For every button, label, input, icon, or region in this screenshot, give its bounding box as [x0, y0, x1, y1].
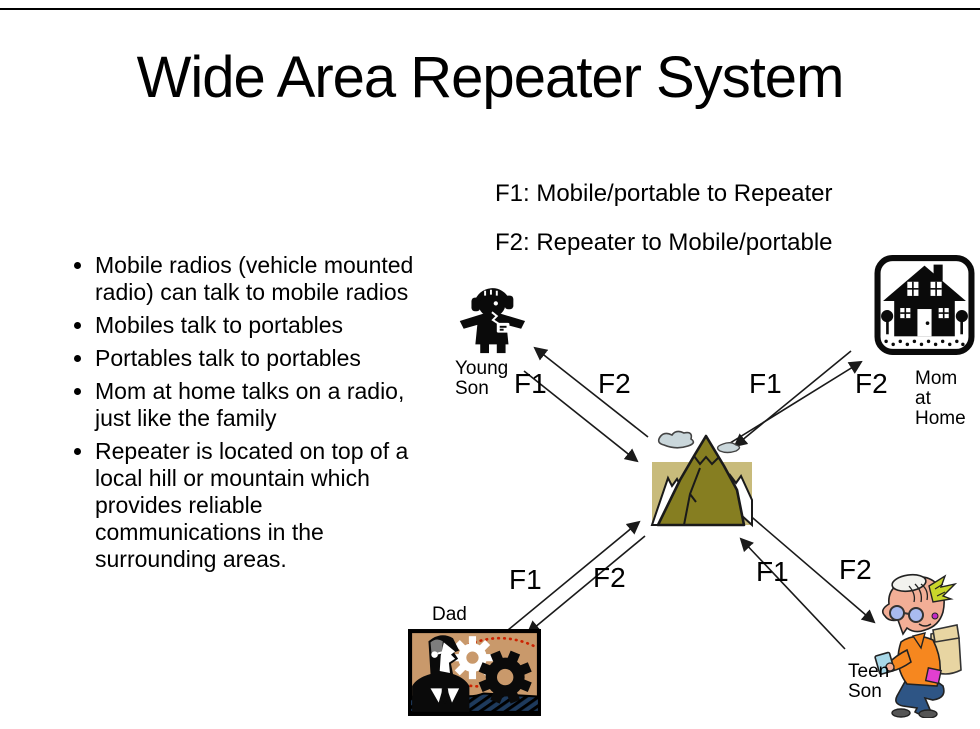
arrow-label-br-f1: F1: [756, 556, 789, 587]
arrow-tl-f2: [533, 346, 649, 438]
man-with-gears-icon: [408, 629, 541, 716]
teen-with-gadget-icon: [872, 572, 966, 718]
bullet-item: Mobile radios (vehicle mounted radio) ca…: [95, 252, 417, 306]
arrow-label-bl-f1: F1: [509, 564, 542, 595]
arrow-label-tr-f1: F1: [749, 368, 782, 399]
arrow-label-bl-f2: F2: [593, 562, 626, 593]
arrow-label-tl-f2: F2: [598, 368, 631, 399]
mom-at-home-label: Mom at Home: [915, 368, 966, 429]
legend-f1: F1: Mobile/portable to Repeater: [495, 180, 833, 207]
legend-f2: F2: Repeater to Mobile/portable: [495, 229, 833, 256]
page-title: Wide Area Repeater System: [136, 45, 845, 110]
arrow-bl-f2: [526, 535, 646, 635]
teen-son-label: Teen Son: [848, 661, 890, 702]
young-son-label: Young Son: [455, 358, 509, 399]
bullet-item: Mobiles talk to portables: [95, 312, 417, 339]
bullet-list: Mobile radios (vehicle mounted radio) ca…: [60, 252, 420, 579]
bullet-item: Mom at home talks on a radio, just like …: [95, 378, 417, 432]
arrow-label-tr-f2: F2: [855, 368, 888, 399]
frequency-legend: F1: Mobile/portable to Repeater F2: Repe…: [495, 180, 833, 257]
dad-label: Dad: [432, 604, 467, 625]
child-with-headphones-icon: [446, 281, 532, 357]
bullet-item: Repeater is located on top of a local hi…: [95, 438, 417, 573]
mountain-repeater-icon: [644, 424, 760, 529]
top-rule: [0, 8, 980, 10]
arrow-label-br-f2: F2: [839, 554, 872, 585]
house-icon: [874, 254, 975, 356]
arrow-label-tl-f1: F1: [514, 368, 547, 399]
bullet-item: Portables talk to portables: [95, 345, 417, 372]
